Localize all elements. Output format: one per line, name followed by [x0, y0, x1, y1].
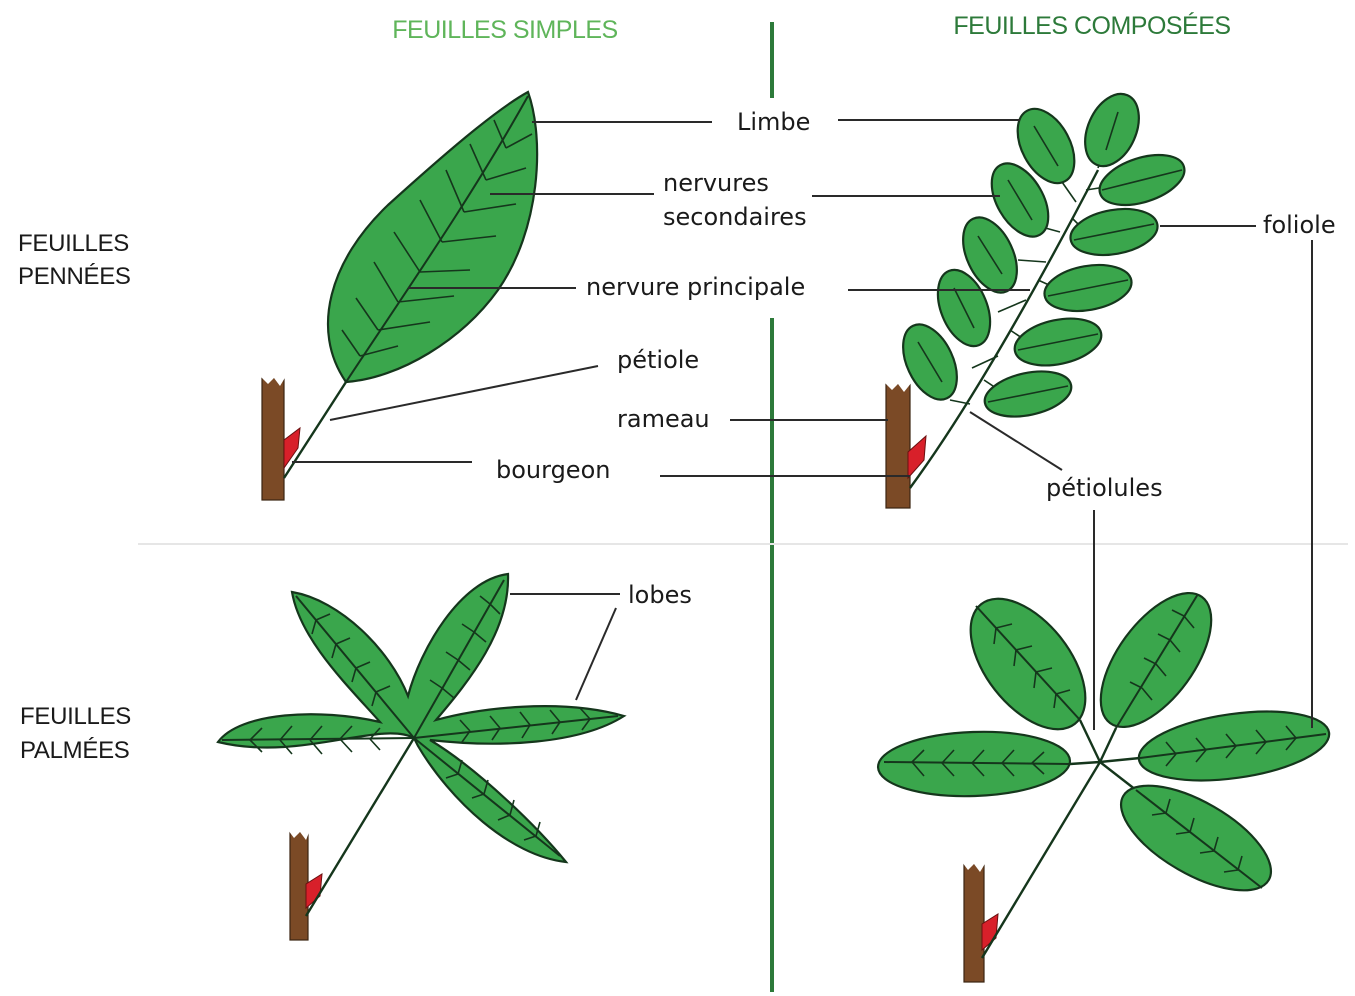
compound-palmate-leaf — [877, 575, 1334, 982]
label-bourgeon: bourgeon — [496, 456, 610, 484]
label-nervure-principale: nervure principale — [586, 273, 805, 301]
compound-pinnate-leaf — [884, 86, 1191, 508]
label-rameau: rameau — [617, 405, 710, 433]
label-lobes: lobes — [628, 581, 692, 609]
row-label-pinnate-2: PENNÉES — [18, 263, 131, 290]
label-nervures-secondaires-1: nervures — [663, 169, 769, 197]
label-foliole: foliole — [1263, 211, 1336, 239]
branch — [262, 378, 284, 500]
simple-pinnate-leaf — [260, 92, 537, 500]
bud — [908, 436, 926, 478]
branch — [964, 864, 984, 982]
header-compound: FEUILLES COMPOSÉES — [953, 11, 1230, 40]
header-simple: FEUILLES SIMPLES — [392, 16, 617, 44]
branch — [886, 384, 910, 508]
label-petiolules: pétiolules — [1046, 474, 1163, 502]
label-nervures-secondaires-2: secondaires — [663, 203, 807, 231]
row-label-pinnate-1: FEUILLES — [18, 230, 129, 257]
label-limbe: Limbe — [737, 108, 810, 136]
simple-palmate-leaf — [218, 574, 624, 940]
label-petiole: pétiole — [617, 346, 699, 374]
row-label-palmate-2: PALMÉES — [20, 737, 130, 764]
palmate-leaf-blade — [218, 574, 624, 862]
branch — [290, 832, 308, 940]
row-label-palmate-1: FEUILLES — [20, 703, 131, 730]
